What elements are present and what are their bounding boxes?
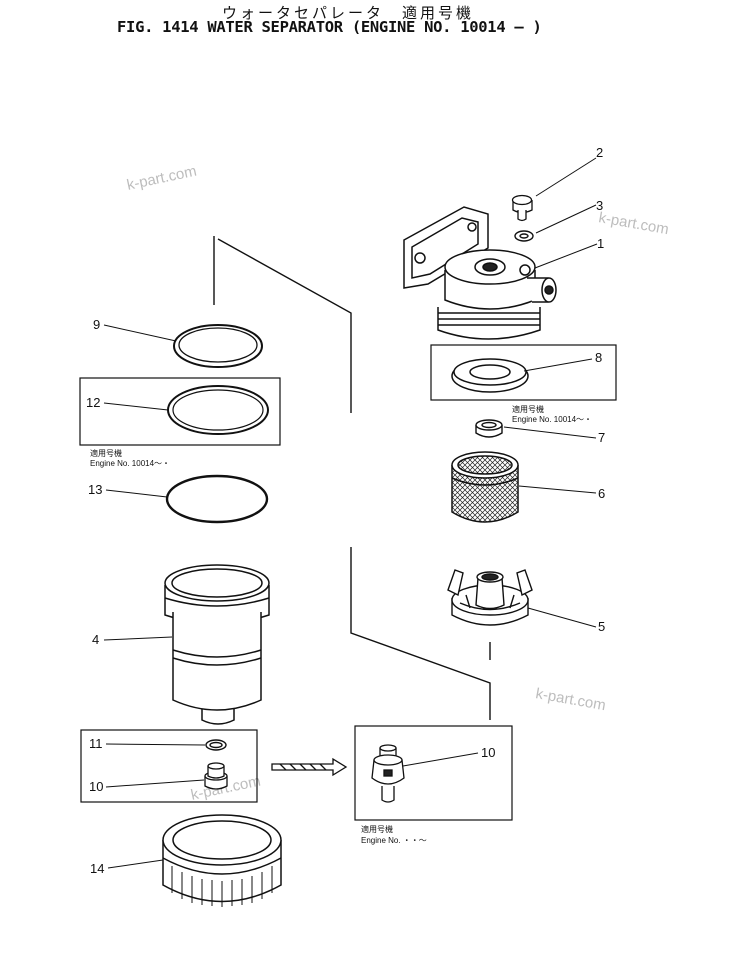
part-4-bowl [164,564,270,725]
note-part-8-jp: 適用号機 [512,404,544,414]
watermark: k-part.com [125,163,198,194]
note-part-10-engine: Engine No. ・・～ [361,836,427,845]
callout-1: 1 [597,236,604,251]
callout-10-left: 10 [89,779,103,794]
part-7-seal [475,419,503,438]
callout-3: 3 [596,198,603,213]
callout-11: 11 [89,736,103,751]
part-6-filter-element [451,451,519,523]
callout-5: 5 [598,619,605,634]
callout-12: 12 [86,395,100,410]
part-10-11-box [80,729,258,803]
part-1-separator-head [403,206,557,340]
watermark: k-part.com [597,209,670,238]
part-12-variant-box [79,377,281,446]
callout-2: 2 [596,145,603,160]
callout-6: 6 [598,486,605,501]
note-part-8-engine: Engine No. 10014～・ [512,415,592,424]
part-11-o-ring [205,739,227,751]
part-14-ring-nut [162,814,282,907]
part-8-variant-box [430,344,617,401]
part-8-gasket [451,358,529,393]
callout-8: 8 [595,350,602,365]
callout-9: 9 [93,317,100,332]
note-part-12-jp: 適用号機 [90,448,122,458]
part-10-drain-valve [371,744,405,803]
callout-4: 4 [92,632,99,647]
note-part-10-jp: 適用号機 [361,824,393,834]
part-12-ring [167,385,269,435]
watermark: k-part.com [534,685,607,714]
note-part-12-engine: Engine No. 10014～・ [90,459,170,468]
assembly-flow-line [213,236,491,720]
part-10-variant-box [354,725,513,821]
part-10-drain-plug [204,762,228,790]
part-9-o-ring [173,324,263,368]
callout-14: 14 [90,861,104,876]
replacement-arrow [271,757,348,777]
part-3-washer [514,230,534,242]
callout-7: 7 [598,430,605,445]
title-japanese: ウォータセパレータ 適用号機 [222,4,475,22]
figure-title: FIG. 1414 WATER SEPARATOR (ENGINE NO. 10… [117,18,542,36]
part-13-o-ring [165,474,269,524]
part-2-bolt [511,194,533,222]
leader-lines [103,157,598,869]
callout-13: 13 [88,482,102,497]
callout-10-right: 10 [481,745,495,760]
part-5-cone-deflector [447,569,533,626]
